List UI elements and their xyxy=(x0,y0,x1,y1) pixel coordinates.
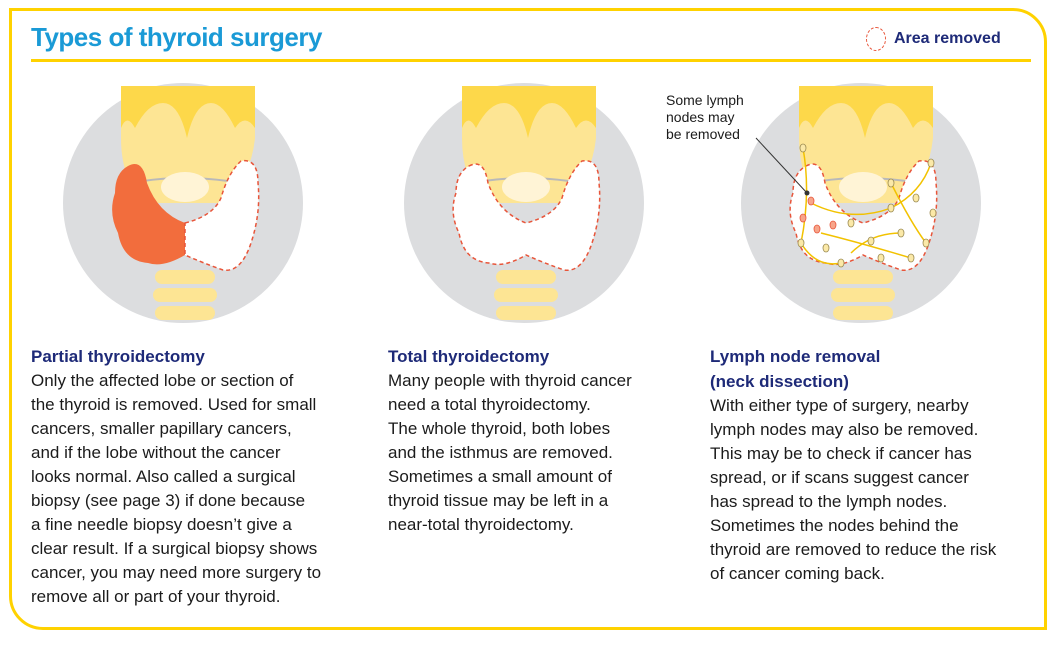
callout-line: nodes may xyxy=(666,109,735,125)
body-line: This may be to check if cancer has xyxy=(710,444,972,463)
content-frame xyxy=(9,8,1047,630)
body-line: near-total thyroidectomy. xyxy=(388,515,574,534)
body-line: and the isthmus are removed. xyxy=(388,443,613,462)
section-total-thyroidectomy: Total thyroidectomy Many people with thy… xyxy=(388,344,632,537)
body-line: cancer, you may need more surgery to xyxy=(31,563,322,582)
body-line: spread, or if scans suggest cancer xyxy=(710,468,969,487)
body-line: Only the affected lobe or section of xyxy=(31,371,294,390)
section-subheading: (neck dissection) xyxy=(710,372,849,391)
legend: Area removed xyxy=(866,27,1001,51)
title-divider xyxy=(31,59,1031,62)
section-partial-thyroidectomy: Partial thyroidectomy Only the affected … xyxy=(31,344,321,609)
body-line: looks normal. Also called a surgical xyxy=(31,467,296,486)
dashed-circle-icon xyxy=(866,27,886,51)
total-thyroidectomy-illustration xyxy=(404,83,644,323)
lymph-node-callout: Some lymph nodes may be removed xyxy=(666,92,766,143)
body-line: clear result. If a surgical biopsy shows xyxy=(31,539,318,558)
removed-lobe xyxy=(112,164,185,265)
lymph-node-removal-illustration xyxy=(741,83,981,323)
body-line: has spread to the lymph nodes. xyxy=(710,492,948,511)
body-line: the thyroid is removed. Used for small xyxy=(31,395,317,414)
section-heading: Total thyroidectomy xyxy=(388,347,550,366)
section-heading: Lymph node removal xyxy=(710,347,881,366)
body-line: thyroid are removed to reduce the risk xyxy=(710,540,997,559)
body-line: of cancer coming back. xyxy=(710,564,885,583)
body-line: Many people with thyroid cancer xyxy=(388,371,632,390)
callout-line: Some lymph xyxy=(666,92,744,108)
partial-thyroidectomy-illustration xyxy=(63,83,303,323)
body-line: cancers, smaller papillary cancers, xyxy=(31,419,292,438)
section-lymph-node-removal: Lymph node removal (neck dissection) Wit… xyxy=(710,344,996,586)
body-line: remove all or part of your thyroid. xyxy=(31,587,281,606)
body-line: and if the lobe without the cancer xyxy=(31,443,281,462)
body-line: thyroid tissue may be left in a xyxy=(388,491,609,510)
body-line: With either type of surgery, nearby xyxy=(710,396,969,415)
callout-line: be removed xyxy=(666,126,740,142)
lymph-nodes xyxy=(797,143,937,268)
body-line: Sometimes the nodes behind the xyxy=(710,516,959,535)
body-line: lymph nodes may also be removed. xyxy=(710,420,979,439)
section-heading: Partial thyroidectomy xyxy=(31,347,205,366)
legend-label: Area removed xyxy=(894,30,1001,47)
body-line: The whole thyroid, both lobes xyxy=(388,419,611,438)
body-line: need a total thyroidectomy. xyxy=(388,395,591,414)
body-line: biopsy (see page 3) if done because xyxy=(31,491,306,510)
body-line: a fine needle biopsy doesn’t give a xyxy=(31,515,292,534)
page-title: Types of thyroid surgery xyxy=(31,22,322,52)
body-line: Sometimes a small amount of xyxy=(388,467,612,486)
